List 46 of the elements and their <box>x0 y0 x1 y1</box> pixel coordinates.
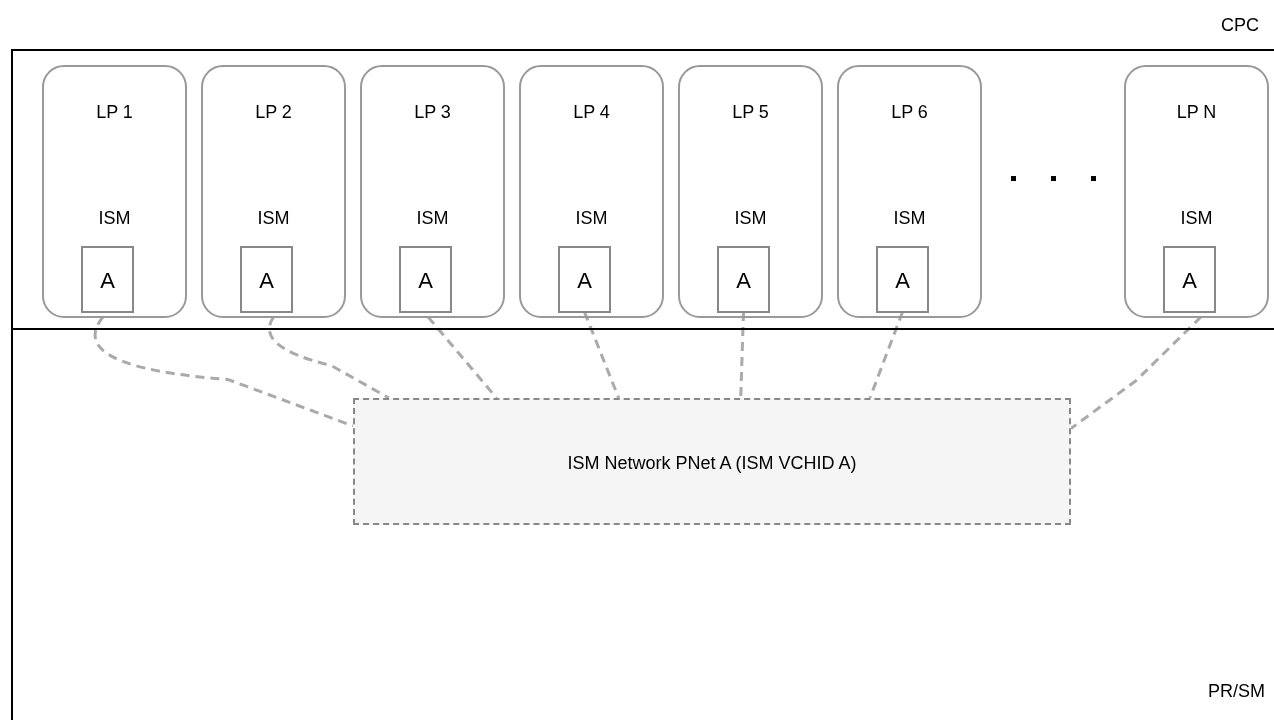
subsystem-label: ISM <box>892 207 927 229</box>
adapter-box <box>876 246 929 313</box>
subsystem-label: ISM <box>415 207 450 229</box>
partition-label: LP 3 <box>413 101 452 123</box>
dashed-connector <box>1070 315 1202 430</box>
subsystem-label: ISM <box>733 207 768 229</box>
adapter-box <box>240 246 293 313</box>
partition-box <box>201 65 346 318</box>
dashed-connector <box>93 316 354 428</box>
dashed-connector <box>868 311 904 399</box>
dashed-connector <box>583 311 621 399</box>
adapter-label: A <box>258 268 275 294</box>
dashed-connector <box>739 311 745 399</box>
partition-box <box>360 65 505 318</box>
subsystem-label: ISM <box>1179 207 1214 229</box>
adapter-box <box>81 246 134 313</box>
dashed-connector <box>427 316 498 399</box>
partition-label: LP 1 <box>95 101 134 123</box>
dashed-connector <box>268 316 390 400</box>
adapter-label: A <box>894 268 911 294</box>
adapter-box <box>399 246 452 313</box>
adapter-box <box>717 246 770 313</box>
partition-label: LP 2 <box>254 101 293 123</box>
region-label: PR/SM <box>1208 680 1265 702</box>
adapter-label: A <box>735 268 752 294</box>
adapter-box <box>1163 246 1216 313</box>
subsystem-label: ISM <box>574 207 609 229</box>
partition-box <box>1124 65 1269 318</box>
partition-label: LP 5 <box>731 101 770 123</box>
subsystem-label: ISM <box>97 207 132 229</box>
adapter-box <box>558 246 611 313</box>
partition-label: LP 4 <box>572 101 611 123</box>
adapter-label: A <box>576 268 593 294</box>
adapter-label: A <box>99 268 116 294</box>
partition-box <box>837 65 982 318</box>
partition-box <box>519 65 664 318</box>
partition-label: LP 6 <box>890 101 929 123</box>
region-label: CPC <box>1221 14 1259 36</box>
partition-box <box>42 65 187 318</box>
network-box <box>353 398 1071 525</box>
network-label: ISM Network PNet A (ISM VCHID A) <box>566 452 858 474</box>
adapter-label: A <box>417 268 434 294</box>
adapter-label: A <box>1181 268 1198 294</box>
subsystem-label: ISM <box>256 207 291 229</box>
partition-box <box>678 65 823 318</box>
partition-label: LP N <box>1175 101 1218 123</box>
